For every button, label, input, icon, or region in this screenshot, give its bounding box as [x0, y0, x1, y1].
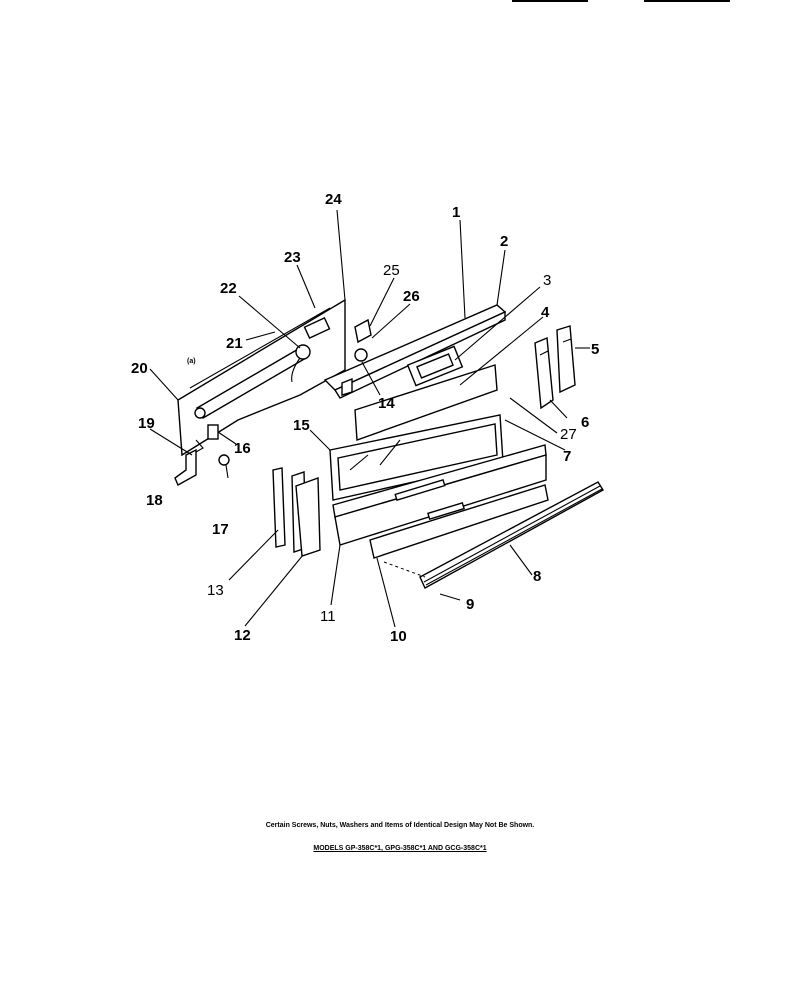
- callout-4: 4: [541, 304, 550, 321]
- clip-parts: [341, 318, 372, 396]
- callout-19: 19: [138, 415, 155, 432]
- leader-lines: [149, 209, 590, 628]
- grille-part: [383, 481, 604, 589]
- callout-labels: 24 1 2 23 25 3 22 26 4 21 5 (a) 20 14 6 …: [131, 191, 599, 645]
- callout-1: 1: [452, 204, 460, 221]
- rear-panel-part: [174, 298, 346, 486]
- callout-20: 20: [131, 360, 148, 377]
- disclaimer-note: Certain Screws, Nuts, Washers and Items …: [265, 822, 535, 829]
- callout-2: 2: [500, 233, 508, 250]
- callout-17: 17: [212, 521, 229, 538]
- side-trim-parts: [272, 467, 321, 557]
- callout-11: 11: [320, 608, 336, 625]
- callout-13: 13: [207, 582, 224, 599]
- callout-7: 7: [563, 448, 571, 465]
- models-note: MODELS GP-358C*1, GPG-358C*1 AND GCG-358…: [313, 845, 487, 852]
- callout-12: 12: [234, 627, 251, 644]
- callout-18: 18: [146, 492, 163, 509]
- top-rule-left: [512, 0, 588, 2]
- callout-14: 14: [378, 395, 395, 412]
- callout-27: 27: [560, 426, 577, 443]
- callout-5: 5: [591, 341, 599, 358]
- small-mark-a: (a): [187, 358, 196, 365]
- callout-26: 26: [403, 288, 420, 305]
- callout-23: 23: [284, 249, 301, 266]
- callout-25: 25: [383, 262, 400, 279]
- top-trim-part: [323, 304, 507, 399]
- callout-22: 22: [220, 280, 237, 297]
- callout-21: 21: [226, 335, 243, 352]
- top-rule-right: [644, 0, 730, 2]
- side-bracket-parts: [534, 325, 576, 410]
- callout-15: 15: [293, 417, 310, 434]
- callout-9: 9: [466, 596, 474, 613]
- callout-24: 24: [325, 191, 342, 208]
- callout-10: 10: [390, 628, 407, 645]
- callout-16: 16: [234, 440, 251, 457]
- callout-8: 8: [533, 568, 541, 585]
- control-module-part: [406, 345, 464, 387]
- lower-trim-parts: [332, 444, 549, 559]
- callout-3: 3: [543, 272, 551, 289]
- glass-panel-part: [329, 414, 504, 501]
- callout-6: 6: [581, 414, 589, 431]
